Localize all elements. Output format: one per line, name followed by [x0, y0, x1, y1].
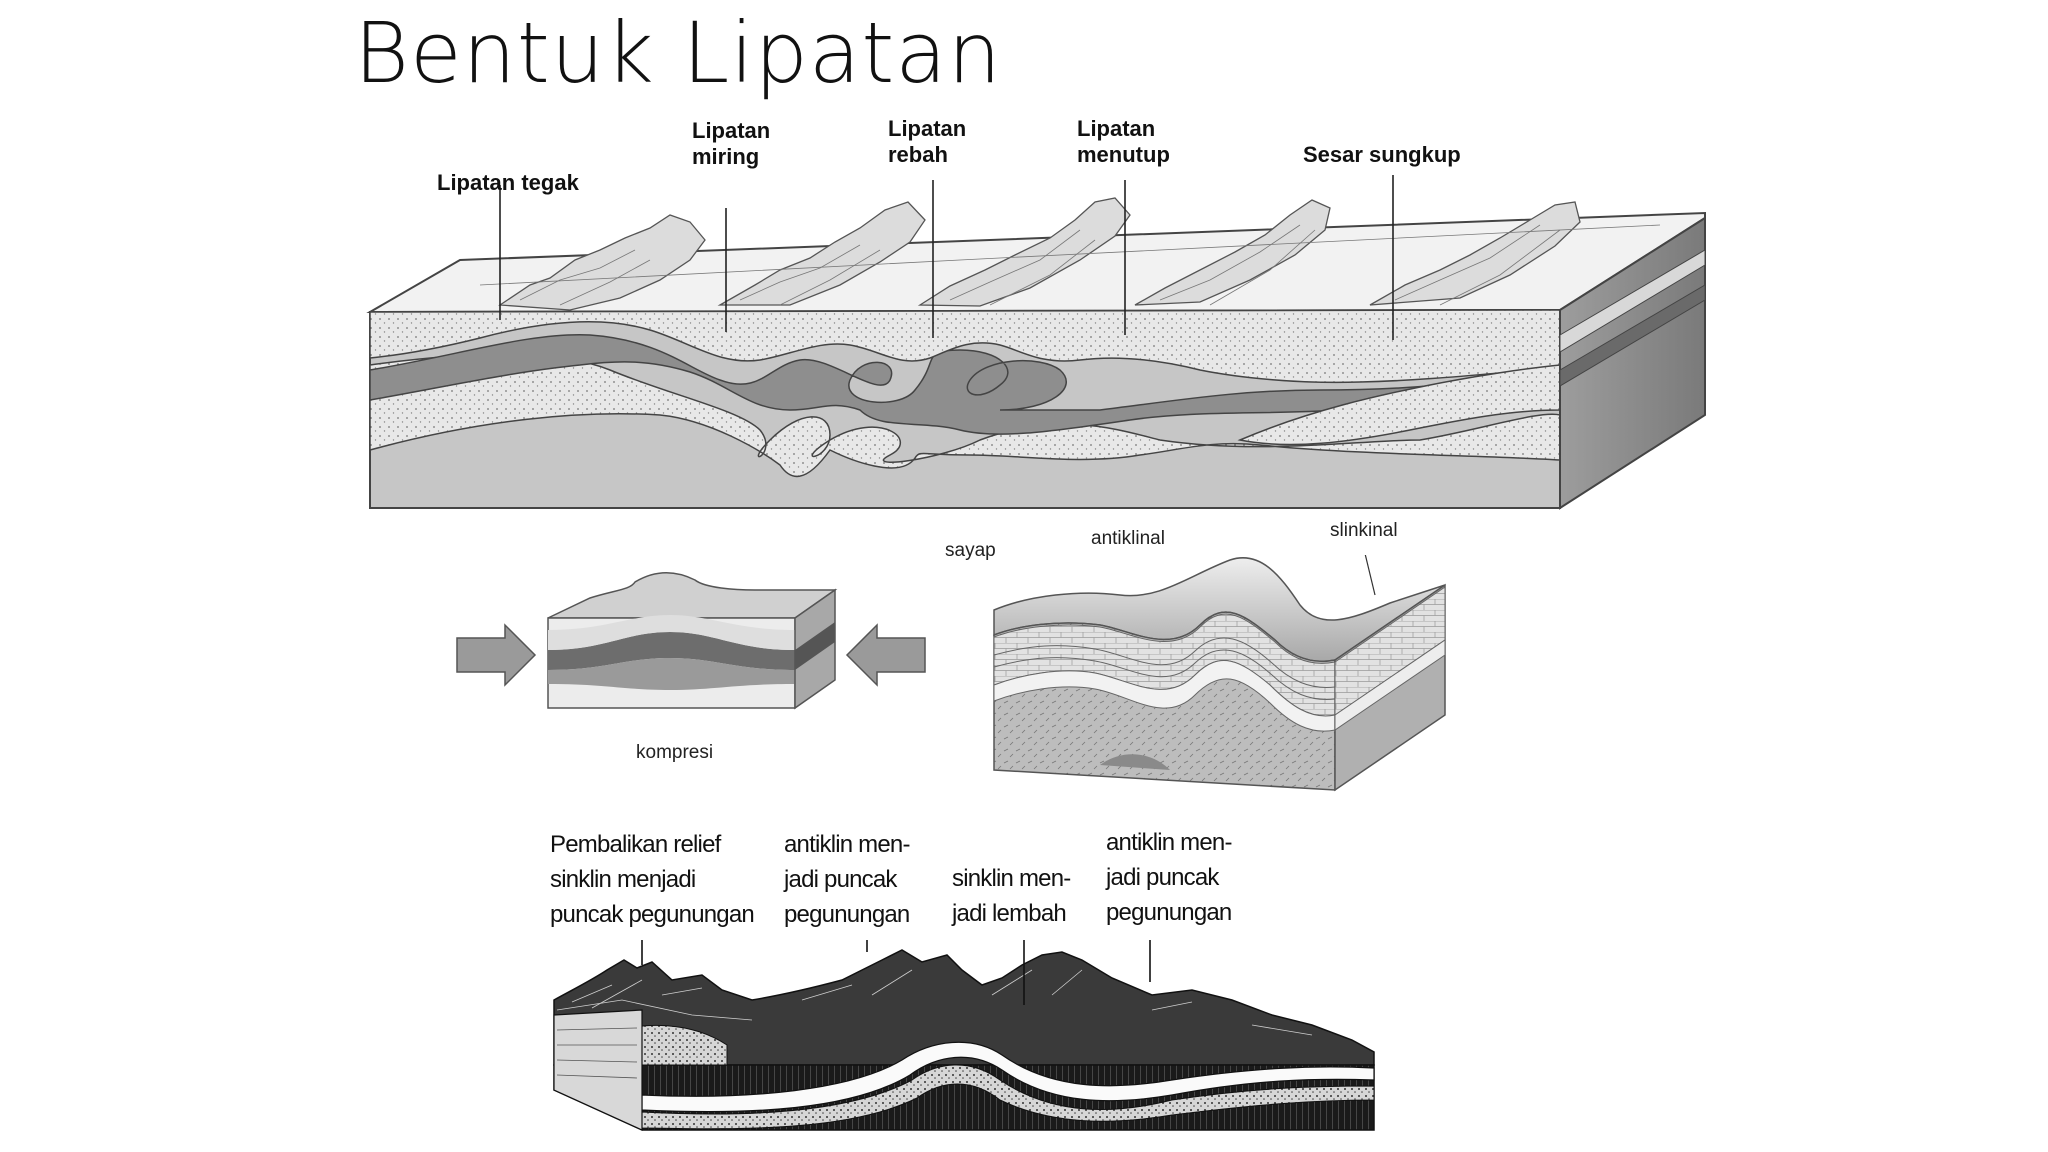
slide-title: Bentuk Lipatan — [354, 4, 1003, 102]
label-antiklinal: antiklinal — [1091, 528, 1165, 549]
fold-types-block-diagram — [366, 175, 1706, 510]
label-sinklin-lembah: sinklin men-jadi lembah — [952, 865, 1071, 927]
fold-block-diagram — [993, 555, 1446, 792]
label-kompresi: kompresi — [636, 742, 714, 763]
compression-arrow-left-icon — [456, 623, 537, 687]
compression-diagram — [456, 572, 926, 710]
mountain-ridges — [498, 197, 1581, 311]
label-lipatan-tegak: Lipatan tegak — [437, 170, 579, 195]
stippled-layer-upper — [369, 309, 1561, 384]
relief-inversion-diagram — [553, 940, 1375, 1131]
anticline-band — [641, 1041, 1375, 1113]
block-side-face — [1559, 216, 1706, 510]
label-sinklinal: slinkinal — [1330, 520, 1398, 541]
label-sesar-sungkup: Sesar sungkup — [1303, 142, 1461, 167]
compression-arrow-right-icon — [845, 623, 926, 687]
label-leader-lines — [499, 175, 1394, 340]
label-sayap: sayap — [945, 540, 996, 561]
dark-layer — [369, 333, 1561, 435]
stippled-layer-lower — [369, 353, 1561, 478]
